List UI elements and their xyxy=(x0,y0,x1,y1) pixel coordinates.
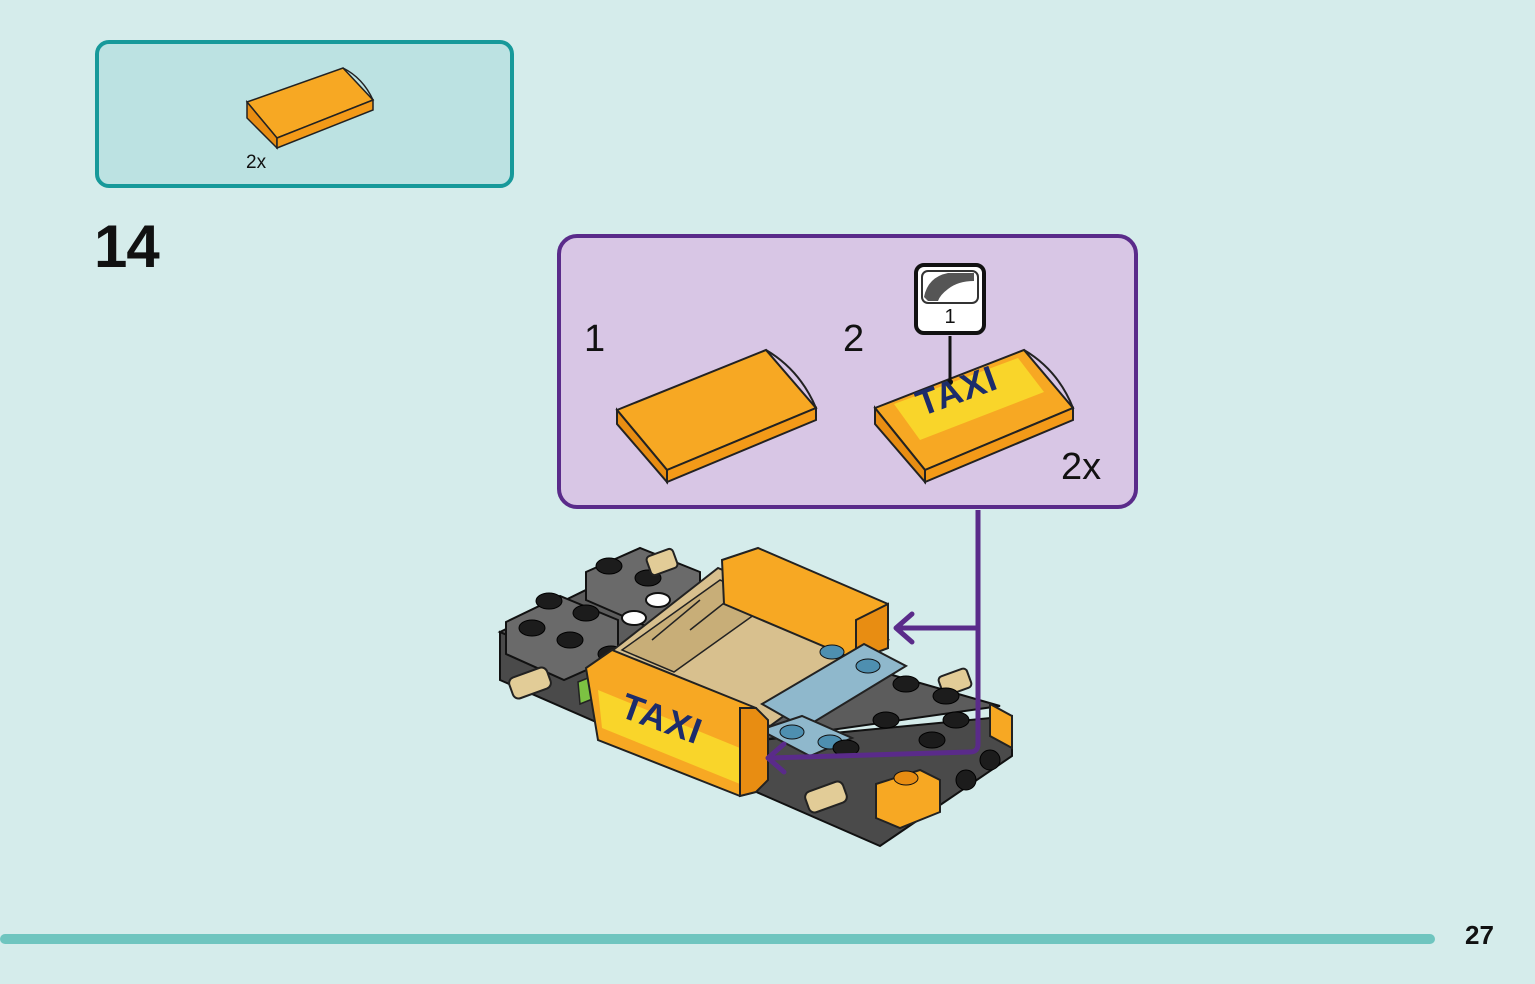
bottom-bar xyxy=(0,934,1435,944)
sticker-callout: 1 xyxy=(914,263,986,335)
page-number: 27 xyxy=(1465,920,1494,950)
parts-list-box: 2x xyxy=(95,40,514,188)
sticker-sheet-icon xyxy=(921,270,979,304)
sub-step-1-label: 1 xyxy=(584,318,606,360)
sub-assembly-quantity: 2x xyxy=(1061,446,1102,488)
parts-quantity: 2x xyxy=(246,152,267,173)
step-number: 14 xyxy=(94,213,160,280)
sub-step-2-label: 2 xyxy=(843,318,865,360)
slope-brick-icon xyxy=(245,67,375,150)
sticker-number: 1 xyxy=(944,306,956,328)
